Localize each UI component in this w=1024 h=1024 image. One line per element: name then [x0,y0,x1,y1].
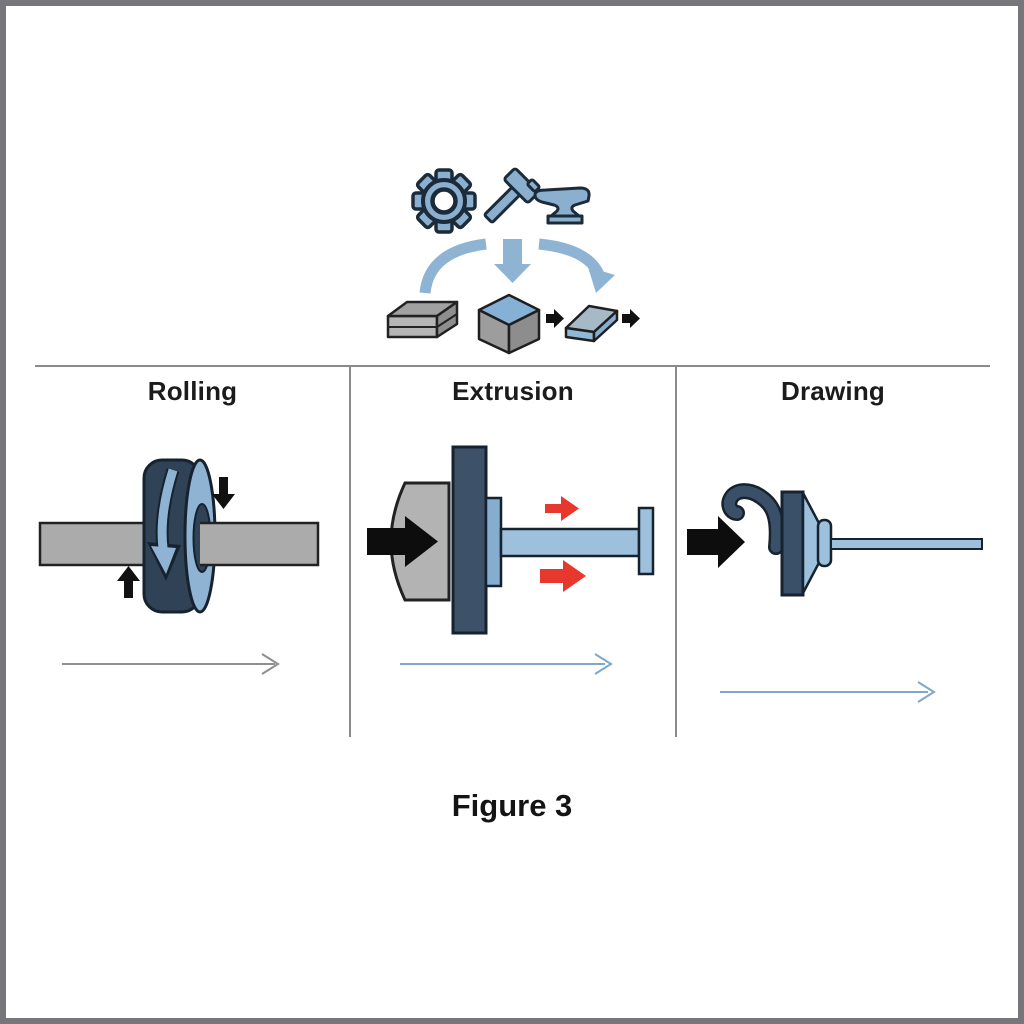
workpiece-bar-right [200,521,320,567]
extruded-bar [499,527,641,558]
billet-cube-shape [477,293,541,355]
drawing-direction-arrow [720,681,936,703]
die-exit-collar [816,518,833,568]
curved-arrow-right-icon [538,238,615,293]
gear-icon [411,168,477,234]
small-right-arrow-icon [622,309,640,328]
panel-title-extrusion: Extrusion [452,376,574,406]
curved-arrow-left-icon [419,238,487,294]
flow-arrow-large-icon [540,560,586,592]
ram-arrow-icon [367,516,438,567]
figure-caption: Figure 3 [451,788,573,823]
drawn-wire [830,538,983,550]
extruded-bar-flange [637,506,655,576]
panel-title-drawing: Drawing [781,376,885,406]
drawing-die [780,490,805,597]
pull-arrow-icon [687,516,745,568]
die-backer-plate [484,496,503,588]
rolling-direction-arrow [62,653,280,675]
panel-grid-lines [35,365,990,737]
force-down-arrow-icon [212,477,235,509]
flow-arrow-small-icon [545,496,579,521]
force-up-arrow-icon [117,566,140,598]
rotation-arrow-icon [147,468,181,581]
anvil-icon [533,186,591,225]
extrusion-direction-arrow [400,653,613,675]
rolled-plate-shape [564,304,619,343]
panel-title-rolling: Rolling [147,376,238,406]
rolling-diagram [38,458,320,675]
hook-icon [721,483,785,555]
extrusion-diagram [367,445,655,675]
stacked-slab-shape [386,300,459,339]
drawing-diagram [687,483,983,703]
hammer-icon [483,167,541,224]
extrusion-die [451,445,488,635]
down-arrow-icon [494,239,531,283]
small-right-arrow-icon [546,309,564,328]
